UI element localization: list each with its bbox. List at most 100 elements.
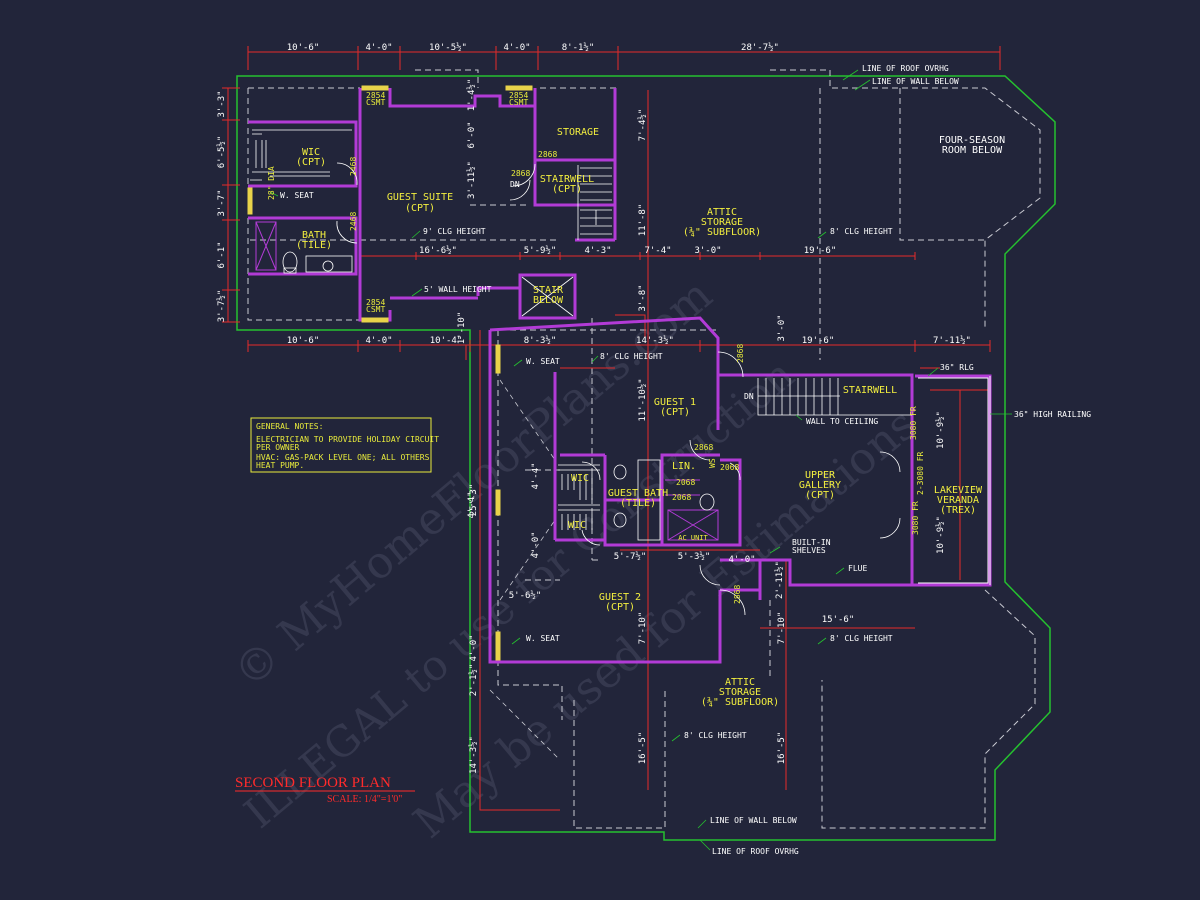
annotations: LINE OF ROOF OVRHG LINE OF WALL BELOW W.… (280, 64, 1091, 856)
label-storage: STORAGE (557, 127, 599, 138)
note-wall-below-top: LINE OF WALL BELOW (872, 77, 959, 86)
label-stairwell-upper-floor: (CPT) (552, 184, 582, 195)
note-clg-8-c: 8' CLG HEIGHT (830, 634, 893, 643)
label-guest-bath-floor: (TILE) (620, 498, 656, 509)
dim-top-6: 28'-7½" (741, 42, 779, 53)
tag-csmt-b2: CSMT (509, 98, 528, 107)
dim-mid-2: 5'-9½" (524, 245, 557, 256)
tag-csmt-c: 2854 (366, 298, 385, 307)
tag-2068-a: 2068 (676, 478, 695, 487)
label-upper-gallery-3: (CPT) (805, 490, 835, 501)
window-csmt-c (361, 317, 389, 323)
vanity-upper (305, 255, 353, 273)
label-attic-lower: ATTIC (725, 677, 755, 688)
dim-left-5: 3'-7½" (216, 290, 227, 323)
note-shelves: SHELVES (792, 546, 826, 555)
dim-mid-1: 16'-6½" (419, 245, 457, 256)
label-lakeview-3: (TREX) (940, 505, 976, 516)
dim-misc-13: 4'-4" (531, 462, 541, 489)
sink-guest-bath-a (613, 464, 627, 480)
label-wic-a: WIC (571, 473, 589, 484)
note-clg-8-b: 8' CLG HEIGHT (830, 227, 893, 236)
tub-guest-bath (637, 459, 661, 541)
label-lakeview-2: VERANDA (937, 495, 979, 506)
dim-misc-9: 3'-0" (777, 314, 787, 341)
dim-row2-2: 4'-0" (365, 336, 392, 346)
note-wall-below-bottom: LINE OF WALL BELOW (710, 816, 797, 825)
note-roof-ovrhg-bottom: LINE OF ROOF OVRHG (712, 847, 799, 856)
general-notes-line-4: HEAT PUMP. (256, 461, 304, 470)
label-bath-floor: (TILE) (296, 240, 332, 251)
plan-title-block: SECOND FLOOR PLAN SCALE: 1/4"=1'0" (235, 775, 415, 805)
window-seat-2 (495, 489, 501, 516)
tag-csmt-b: 2854 (509, 91, 528, 100)
note-built-in: BUILT-IN (792, 538, 831, 547)
label-wic-b: WIC (568, 520, 586, 531)
note-dn-2: DN (744, 392, 754, 401)
note-wall-5: 5' WALL HEIGHT (424, 285, 492, 294)
label-attic-lower-2: STORAGE (719, 687, 761, 698)
dim-top-3: 10'-5½" (429, 42, 467, 53)
tag-2068-c: 2068 (672, 493, 691, 502)
note-flue: FLUE (848, 564, 867, 573)
dim-misc-4: 3'-11½" (466, 161, 477, 199)
label-ac-unit: AC UNIT (678, 534, 708, 542)
dim-misc-19: 5'-7½" (614, 551, 647, 562)
dim-misc-7: 7'-4½" (637, 109, 648, 142)
label-lakeview: LAKEVIEW (934, 485, 983, 496)
dim-misc-27: 16'-5" (777, 732, 787, 765)
watermark: © MyHomeFloorPlans.com ILLEGAL to use fo… (224, 269, 926, 848)
tag-2868-d: 2868 (736, 344, 745, 363)
dimension-lines (222, 46, 1001, 811)
closet-rods (250, 129, 600, 530)
window-csmt-b (505, 85, 533, 91)
label-wic-upper: WIC (302, 147, 320, 158)
dim-mid-6: 19'-6" (804, 246, 837, 256)
dim-misc-18: 14'-3½" (468, 736, 479, 774)
dim-misc-24: 7'-10" (638, 612, 648, 645)
label-attic-upper-3: (¾" SUBFLOOR) (683, 226, 761, 238)
toilet-guest-bath (699, 493, 715, 511)
dim-row2-5: 19'-6" (802, 336, 835, 346)
fixtures (282, 251, 715, 541)
dimension-texts: 10'-6" 4'-0" 10'-5½" 4'-0" 8'-1½" 28'-7½… (216, 42, 971, 774)
dim-left-2: 6'-5½" (216, 136, 227, 169)
tag-fr-3080-b: 2-3080 FR (916, 451, 925, 495)
note-wall-to-ceiling: WALL TO CEILING (806, 417, 878, 426)
dim-misc-14: 5'-6½" (509, 590, 542, 601)
attic-hatch-lines (489, 379, 561, 761)
label-upper-gallery-2: GALLERY (799, 480, 841, 491)
dim-misc-10: 10'-9½" (935, 411, 946, 449)
leader-lines (269, 69, 1012, 851)
tag-csmt-c2: CSMT (366, 305, 385, 314)
label-stair-below-2: BELOW (533, 295, 564, 306)
general-notes-box (250, 417, 432, 473)
dim-misc-16: 4'-0" (469, 634, 479, 661)
roof-overhang-outline (236, 75, 1056, 841)
tag-dia: 28" DIA (267, 166, 276, 200)
label-upper-gallery: UPPER (805, 470, 836, 481)
walls (248, 88, 992, 664)
windows (247, 85, 533, 661)
note-w-seat-1: W. SEAT (280, 191, 314, 200)
dim-left-4: 6'-1" (217, 241, 227, 268)
tag-csmt-a2: CSMT (366, 98, 385, 107)
dim-misc-8: 3'-8" (638, 284, 648, 311)
dim-misc-15: 4'-0" (531, 531, 541, 558)
label-stairwell-right: STAIRWELL (843, 385, 897, 396)
tag-2068-b: 2068 (720, 463, 739, 472)
toilet-upper (282, 251, 298, 273)
veranda-railing (918, 376, 991, 585)
label-wic-upper-floor: (CPT) (296, 157, 326, 168)
dim-misc-26: 16'-5" (638, 732, 648, 765)
dim-misc-29: 4'-4" (467, 491, 477, 518)
window-seat-1 (495, 344, 501, 374)
dim-row2-1: 10'-6" (287, 336, 320, 346)
label-guest-suite-floor: (CPT) (405, 203, 435, 214)
dim-misc-6: 6'-0" (467, 121, 477, 148)
label-guest2: GUEST 2 (599, 592, 641, 603)
dim-misc-20: 5'-3½" (678, 551, 711, 562)
label-guest1-floor: (CPT) (660, 407, 690, 418)
general-notes-line-1: ELECTRICIAN TO PROVIDE HOLIDAY CIRCUIT (256, 435, 439, 444)
sink-guest-bath-b (613, 512, 627, 528)
